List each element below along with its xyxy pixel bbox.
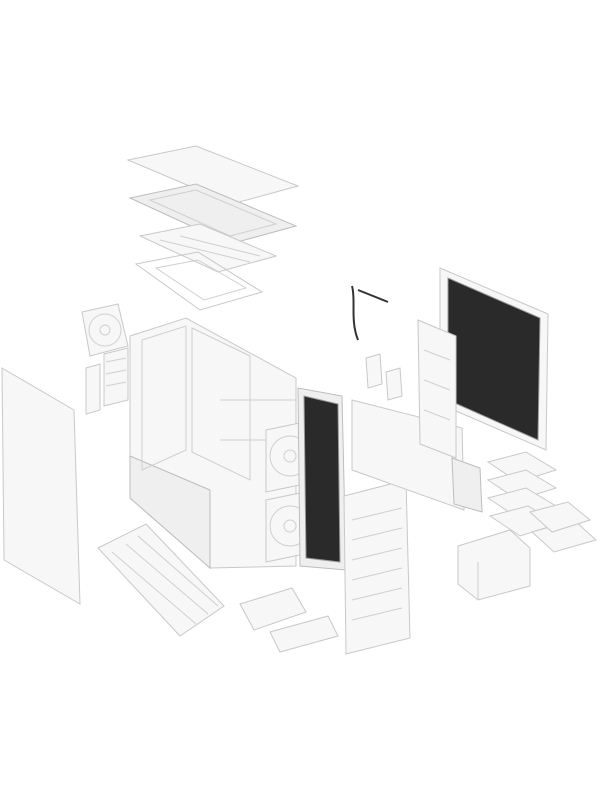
right-side-panel bbox=[439, 267, 549, 451]
top-mesh-cover bbox=[138, 223, 278, 273]
main-chassis bbox=[129, 317, 297, 570]
pci-slot-covers bbox=[85, 347, 129, 415]
psu-shroud-cover bbox=[239, 587, 307, 631]
front-dust-filter bbox=[297, 387, 347, 571]
front-io-cables bbox=[351, 285, 389, 341]
left-side-panel bbox=[1, 367, 81, 605]
front-panel bbox=[343, 479, 411, 655]
top-bracket-frame bbox=[134, 251, 264, 311]
ssd-tray-extra bbox=[528, 501, 598, 553]
hdd-cage bbox=[457, 529, 531, 601]
ssd-brackets bbox=[365, 353, 403, 401]
drive-bay-cover bbox=[269, 615, 339, 653]
bottom-dust-filter bbox=[97, 523, 225, 637]
rear-fan bbox=[81, 303, 129, 357]
motherboard-tray-cover bbox=[417, 319, 457, 459]
